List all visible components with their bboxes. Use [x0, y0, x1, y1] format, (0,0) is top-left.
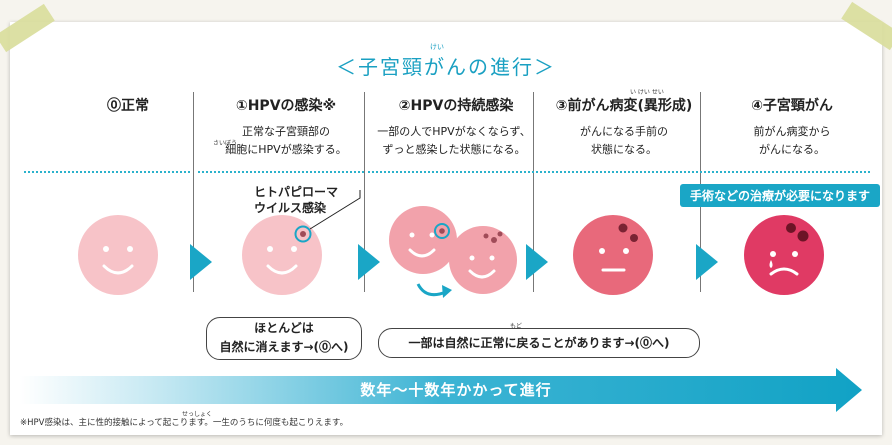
- ruby-saibou: さいぼう: [213, 140, 238, 147]
- flow-arrow-4: [696, 244, 718, 280]
- face-normal: [78, 215, 158, 295]
- ruby-ikeisei: い けい せい: [630, 89, 664, 96]
- stage-1-desc: 正常な子宮頸部の 細胞にHPVが感染する。: [225, 125, 347, 156]
- separator-3: [533, 92, 534, 292]
- separator-1: [193, 92, 194, 292]
- ruby-modo: もど: [510, 323, 522, 330]
- flow-arrow-2: [358, 244, 380, 280]
- stage-4-title: ④子宮頸がん: [751, 98, 833, 114]
- face-persistent-back: [389, 206, 457, 274]
- stage-3-desc: がんになる手前の 状態になる。: [580, 125, 668, 156]
- stage-2-desc: 一部の人でHPVがなくならず、 ずっと感染した状態になる。: [377, 125, 531, 156]
- note-disappear: ほとんどは 自然に消えます→(⓪へ): [206, 317, 362, 360]
- face-persistent-front: [449, 226, 517, 294]
- dotted-divider-4: [704, 171, 870, 173]
- flow-arrow-3: [526, 244, 548, 280]
- title-ruby: けい: [430, 43, 444, 51]
- timeline-label: 数年〜十数年かかって進行: [360, 381, 552, 399]
- stage-3-title: ③前がん病変(異形成): [555, 98, 693, 114]
- stage-4-desc: 前がん病変から がんになる。: [753, 125, 831, 156]
- face-precancer: [573, 215, 653, 295]
- stage-1-title: ①HPVの感染※: [235, 98, 337, 114]
- dotted-divider-1: [198, 171, 364, 173]
- face-cancer: [744, 215, 824, 295]
- dotted-divider-2: [368, 171, 534, 173]
- treatment-callout: 手術などの治療が必要になります: [680, 184, 881, 207]
- stage-0-title: ⓪正常: [107, 98, 149, 114]
- curved-arrow-icon: [416, 283, 447, 297]
- dotted-divider-3: [536, 171, 702, 173]
- stage-2-title: ②HPVの持続感染: [398, 98, 514, 114]
- flow-arrow-1: [190, 244, 212, 280]
- hpv-infection-label: ヒトパピローマ ウイルス感染: [254, 185, 339, 215]
- timeline-arrow: [20, 368, 862, 412]
- separator-2: [364, 92, 365, 292]
- ruby-sesshoku: せっしょく: [182, 411, 213, 418]
- note-return-normal: 一部は自然に正常に戻ることがあります→(⓪へ): [378, 328, 700, 358]
- dotted-divider-0: [24, 171, 190, 173]
- page-title: ＜子宮頸がんの進行＞: [336, 55, 556, 79]
- footnote: ※HPV感染は、主に性的接触によって起こります。一生のうちに何度も起こりえます。: [20, 418, 349, 428]
- face-infected: [242, 190, 361, 295]
